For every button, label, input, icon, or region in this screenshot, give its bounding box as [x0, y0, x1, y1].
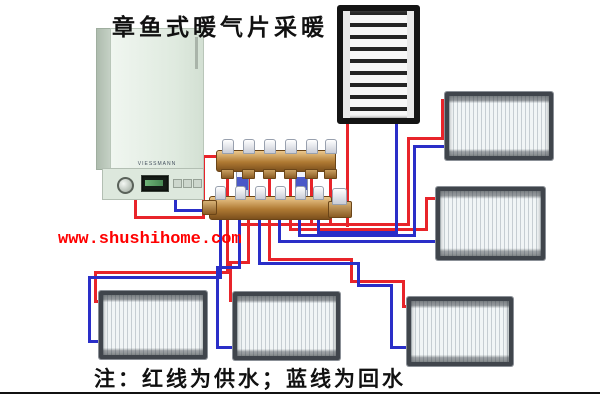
boiler-button — [193, 179, 202, 188]
valve-cap — [243, 139, 255, 154]
valve-cap — [235, 186, 246, 200]
pipe-segment-blue — [298, 218, 301, 237]
manifold-left-elbow — [202, 200, 217, 215]
pipe-segment-blue — [317, 218, 320, 234]
boiler-display — [141, 175, 169, 192]
manifold-return-bar — [209, 196, 332, 220]
wall-boiler: VIESSMANN — [96, 28, 204, 200]
pipe-segment-blue — [278, 240, 438, 243]
pipe-segment-blue — [278, 218, 281, 243]
manifold-port — [284, 169, 297, 179]
boiler-dial-knob — [117, 177, 134, 194]
pipe-segment-red — [240, 223, 410, 226]
pipe-segment-blue — [357, 262, 360, 287]
pipe-segment-red — [134, 196, 137, 219]
boiler-label-strip — [195, 37, 198, 69]
pipe-segment-blue — [357, 284, 392, 287]
pipe-segment-blue — [390, 346, 409, 349]
panel-radiator-right-top — [445, 92, 553, 160]
pipe-segment-red — [289, 228, 428, 231]
pipe-segment-blue — [413, 145, 447, 148]
boiler-button — [183, 179, 192, 188]
pipe-segment-blue — [258, 218, 261, 265]
valve-cap — [222, 139, 234, 154]
pipe-segment-red — [94, 271, 229, 274]
pipe-segment-red — [425, 197, 439, 200]
boiler-control-panel — [102, 168, 204, 200]
pipe-segment-red — [441, 99, 444, 140]
manifold-port — [242, 169, 255, 179]
pipe-segment-blue — [317, 231, 398, 234]
manifold-supply-bar — [216, 150, 336, 172]
manifold-port — [221, 169, 234, 179]
pipe-segment-blue — [219, 218, 222, 279]
pipe-segment-blue — [238, 218, 241, 268]
pipe-segment-red — [226, 168, 229, 274]
pipe-segment-red — [94, 271, 97, 303]
watermark-url: www.shushihome.com — [58, 230, 242, 249]
valve-cap — [332, 188, 347, 205]
pipe-segment-red — [407, 137, 444, 140]
boiler-front-face: VIESSMANN — [110, 28, 204, 170]
pipe-segment-red — [229, 261, 232, 302]
panel-radiator-bottom-left — [99, 291, 207, 359]
pipe-segment-red — [350, 280, 405, 283]
pipe-segment-blue — [174, 196, 177, 212]
pipe-segment-red — [407, 137, 410, 226]
pipe-segment-blue — [88, 340, 102, 343]
pipe-segment-blue — [216, 346, 236, 349]
legend-note: 注：红线为供水；蓝线为回水 — [94, 368, 406, 391]
valve-cap — [313, 186, 324, 200]
panel-radiator-bottom-right — [407, 297, 513, 366]
boiler-button — [173, 179, 182, 188]
pipe-segment-red — [134, 216, 205, 219]
manifold-port — [305, 169, 318, 179]
valve-cap — [275, 186, 286, 200]
pipe-segment-blue — [216, 266, 241, 269]
pipe-segment-blue — [216, 266, 219, 349]
page-title: 章鱼式暖气片采暖 — [112, 14, 328, 40]
valve-cap — [306, 139, 318, 154]
pipe-segment-red — [346, 107, 349, 227]
valve-cap — [255, 186, 266, 200]
pipe-segment-red — [402, 280, 405, 308]
manifold-port — [324, 169, 337, 179]
boiler-brand-logo: VIESSMANN — [137, 161, 177, 167]
valve-cap — [285, 139, 297, 154]
panel-radiator-bottom-middle — [233, 292, 340, 360]
pipe-segment-blue — [88, 276, 91, 343]
pipe-segment-blue — [174, 209, 217, 212]
manifold-port — [263, 169, 276, 179]
pipe-segment-blue — [390, 284, 393, 349]
pipe-segment-blue — [88, 276, 221, 279]
valve-cap — [215, 186, 226, 200]
pipe-segment-blue — [395, 110, 398, 234]
valve-cap — [295, 186, 306, 200]
pipe-segment-red — [268, 258, 353, 261]
bottom-border-line — [0, 392, 600, 394]
valve-cap — [264, 139, 276, 154]
towel-radiator — [337, 5, 420, 124]
pipe-segment-red — [425, 197, 428, 231]
pipe-segment-blue — [258, 262, 360, 265]
pipe-segment-blue — [413, 145, 416, 236]
valve-cap — [325, 139, 337, 154]
pipe-segment-red — [350, 258, 353, 283]
pipe-segment-red — [202, 155, 219, 158]
panel-radiator-right-middle — [436, 187, 545, 260]
pipe-segment-blue — [299, 234, 416, 237]
